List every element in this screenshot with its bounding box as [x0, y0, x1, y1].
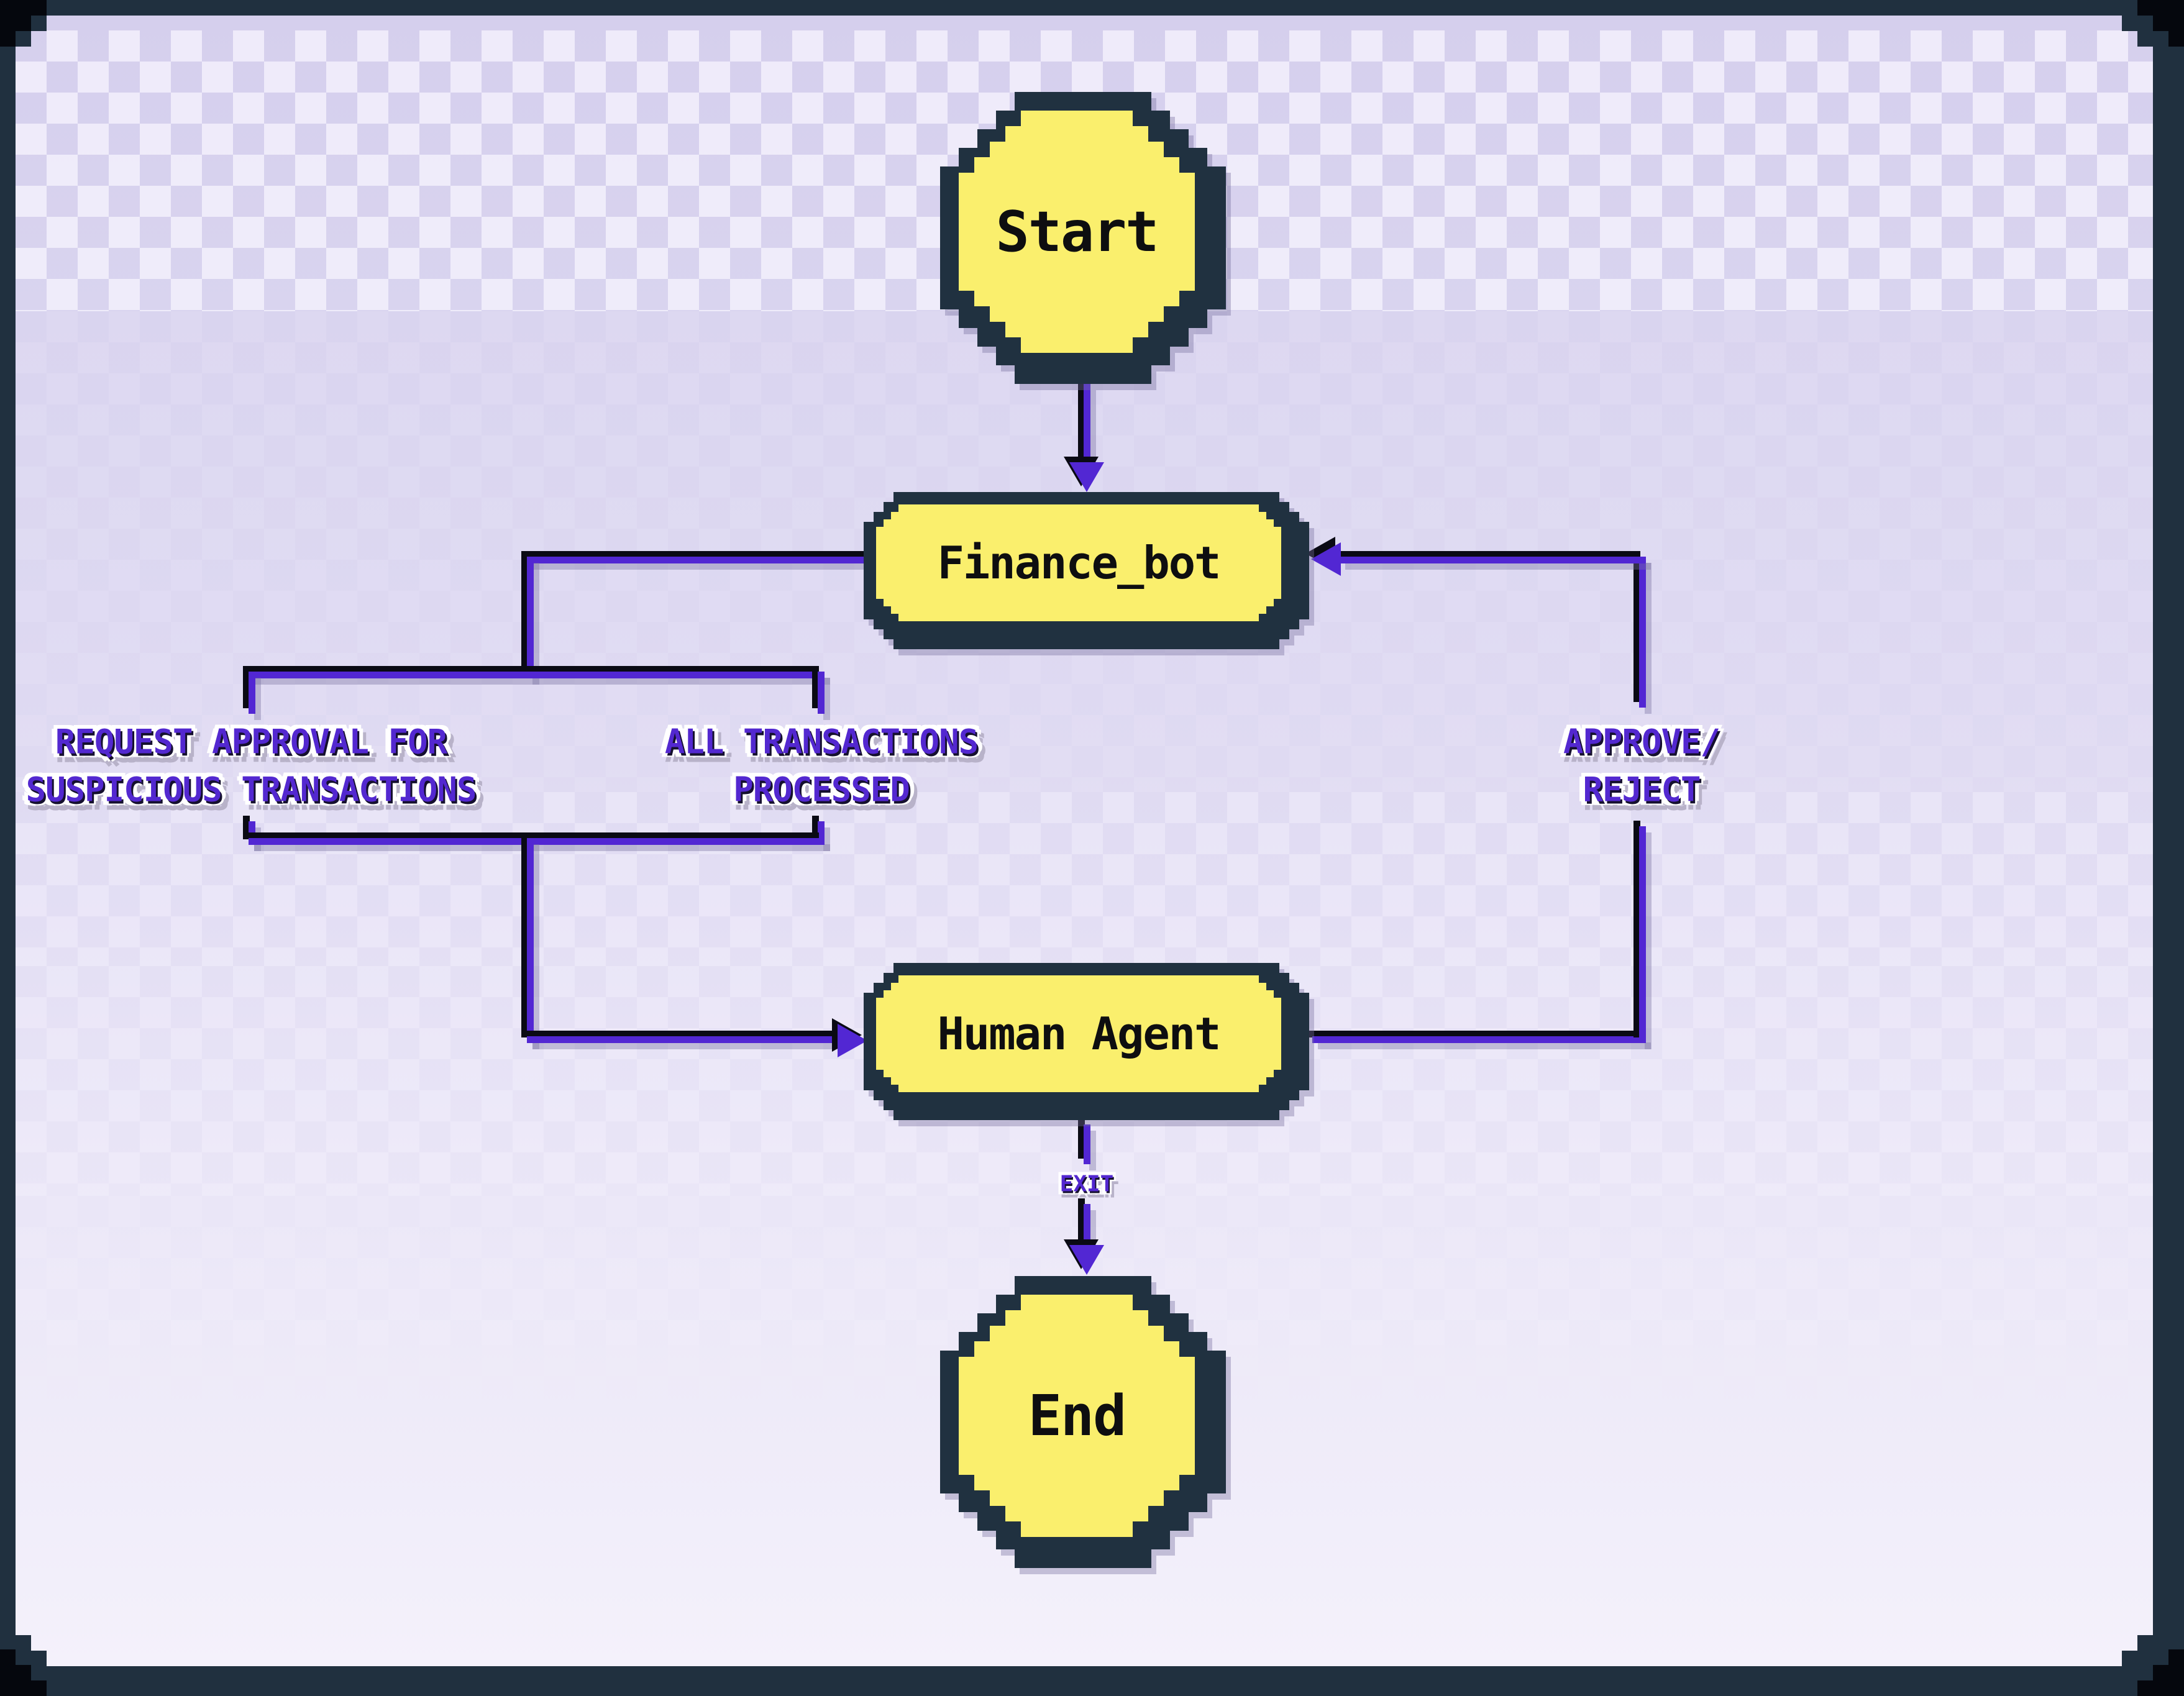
node-end-label: End: [1028, 1383, 1127, 1449]
node-finance-bot-label: Finance_bot: [937, 537, 1222, 589]
edge-finance-left-h: [527, 557, 870, 563]
edge-bracket-left-v-lower: [249, 821, 255, 845]
edge-bracket-right-v-lower: [818, 821, 825, 845]
edge-bracket-right-v-upper: [818, 672, 825, 714]
edge-label-request-approval: REQUEST APPROVAL FOR SUSPICIOUS TRANSACT…: [25, 722, 477, 809]
arrowhead-into-finance-top: [1064, 457, 1104, 492]
edge-label-approve-reject: APPROVE/ REJECT: [1563, 722, 1720, 809]
edge-label-all-processed: ALL TRANSACTIONS PROCESSED: [664, 722, 979, 809]
edge-bracket-top-h: [249, 672, 825, 678]
node-human-agent-label: Human Agent: [937, 1008, 1222, 1060]
arrowhead-into-finance-right: [1305, 537, 1341, 576]
arrowhead-into-human-left: [832, 1018, 867, 1057]
edge-exit-v-lower: [1084, 1204, 1090, 1245]
node-start-label: Start: [995, 199, 1159, 265]
edge-loop-right-v-upper: [1639, 557, 1646, 708]
edge-bracket-bottom-h: [249, 838, 825, 845]
node-end: End: [940, 1276, 1226, 1568]
node-finance-bot-body: Finance_bot: [876, 504, 1281, 621]
checker-band: [16, 792, 2153, 966]
edge-loop-right-v-lower: [1639, 826, 1646, 1043]
edge-into-human-h: [527, 1036, 840, 1043]
arrowhead-into-end-top: [1064, 1239, 1104, 1275]
edge-loop-top-h: [1340, 557, 1645, 563]
edge-label-exit: EXIT: [1059, 1171, 1114, 1197]
node-start: Start: [940, 92, 1226, 384]
node-finance-bot: Finance_bot: [864, 492, 1309, 649]
edge-exit-v-upper: [1084, 1124, 1090, 1164]
edge-human-right-h: [1312, 1036, 1645, 1043]
node-start-body: Start: [959, 111, 1195, 353]
node-end-body: End: [959, 1295, 1195, 1537]
edge-merge-v: [527, 838, 534, 1043]
edge-bracket-left-v-upper: [249, 672, 255, 714]
node-human-agent: Human Agent: [864, 963, 1309, 1120]
edge-start-finance-v: [1084, 384, 1090, 465]
node-human-agent-body: Human Agent: [876, 975, 1281, 1092]
edge-finance-left-v: [527, 557, 534, 678]
